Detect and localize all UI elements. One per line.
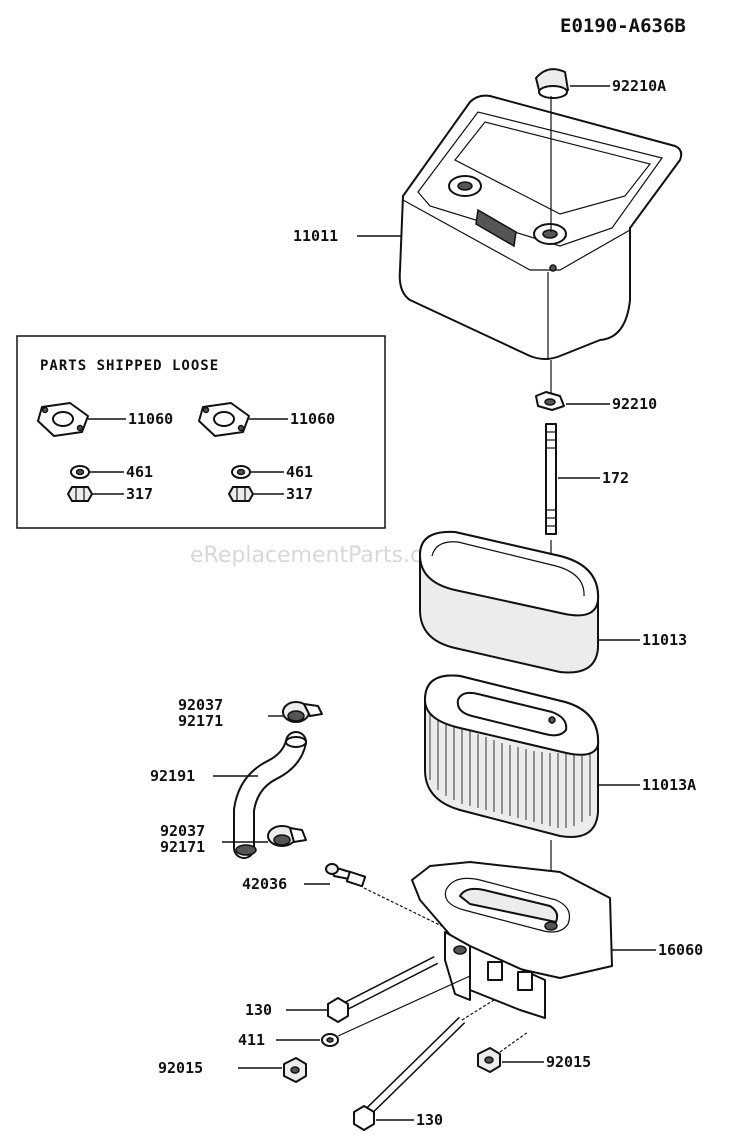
- label-clamp-top-1: 92037: [178, 696, 223, 714]
- bolt-top[interactable]: [327, 955, 439, 1023]
- label-gasket-right: 11060: [290, 410, 335, 428]
- knob-part[interactable]: [535, 68, 569, 99]
- bolt-bottom[interactable]: [353, 1016, 466, 1131]
- nut-left-92015[interactable]: [283, 1057, 307, 1083]
- label-nut-left: 317: [126, 485, 153, 503]
- label-nut-right: 92015: [546, 1053, 591, 1071]
- breather-hose[interactable]: [233, 731, 307, 859]
- label-hose: 92191: [150, 767, 195, 785]
- label-washer: 411: [238, 1031, 265, 1049]
- parts-box-title: PARTS SHIPPED LOOSE: [40, 358, 219, 374]
- label-gasket-left: 11060: [128, 410, 173, 428]
- gasket-left[interactable]: [37, 402, 89, 437]
- label-stud: 172: [602, 469, 629, 487]
- label-bolt-bottom: 130: [416, 1111, 443, 1129]
- label-filter: 11013A: [642, 776, 696, 794]
- stud[interactable]: [545, 423, 557, 535]
- diagram-code: E0190-A636B: [560, 15, 686, 37]
- watermark: eReplacementParts.com: [190, 543, 457, 568]
- washer-left[interactable]: [70, 465, 90, 479]
- breather-fitting[interactable]: [325, 863, 367, 888]
- gasket-right[interactable]: [198, 402, 250, 437]
- clamp-top[interactable]: [282, 701, 323, 723]
- label-nut-left: 92015: [158, 1059, 203, 1077]
- filter-element[interactable]: [424, 674, 600, 838]
- nut-right[interactable]: [228, 486, 254, 502]
- nut-right-92015[interactable]: [477, 1047, 501, 1073]
- air-cleaner-base[interactable]: [411, 861, 613, 1019]
- washer-right[interactable]: [231, 465, 251, 479]
- clamp-bottom[interactable]: [267, 825, 307, 847]
- pre-cleaner[interactable]: [419, 530, 600, 674]
- label-precleaner: 11013: [642, 631, 687, 649]
- label-washer-right: 461: [286, 463, 313, 481]
- label-clamp-top-2: 92171: [178, 712, 223, 730]
- label-washer-left: 461: [126, 463, 153, 481]
- label-wing-nut: 92210: [612, 395, 657, 413]
- label-base: 16060: [658, 941, 703, 959]
- label-bolt-top: 130: [245, 1001, 272, 1019]
- label-clamp-bottom-2: 92171: [160, 838, 205, 856]
- washer-411[interactable]: [321, 1033, 339, 1047]
- label-cover: 11011: [293, 227, 338, 245]
- air-cleaner-cover[interactable]: [398, 94, 683, 360]
- parts-shipped-loose-box: PARTS SHIPPED LOOSE 11060 11060 461: [16, 335, 386, 529]
- nut-left[interactable]: [67, 486, 93, 502]
- label-nut-right: 317: [286, 485, 313, 503]
- label-fitting: 42036: [242, 875, 287, 893]
- wing-nut[interactable]: [535, 391, 565, 411]
- label-knob: 92210A: [612, 77, 666, 95]
- label-clamp-bottom-1: 92037: [160, 822, 205, 840]
